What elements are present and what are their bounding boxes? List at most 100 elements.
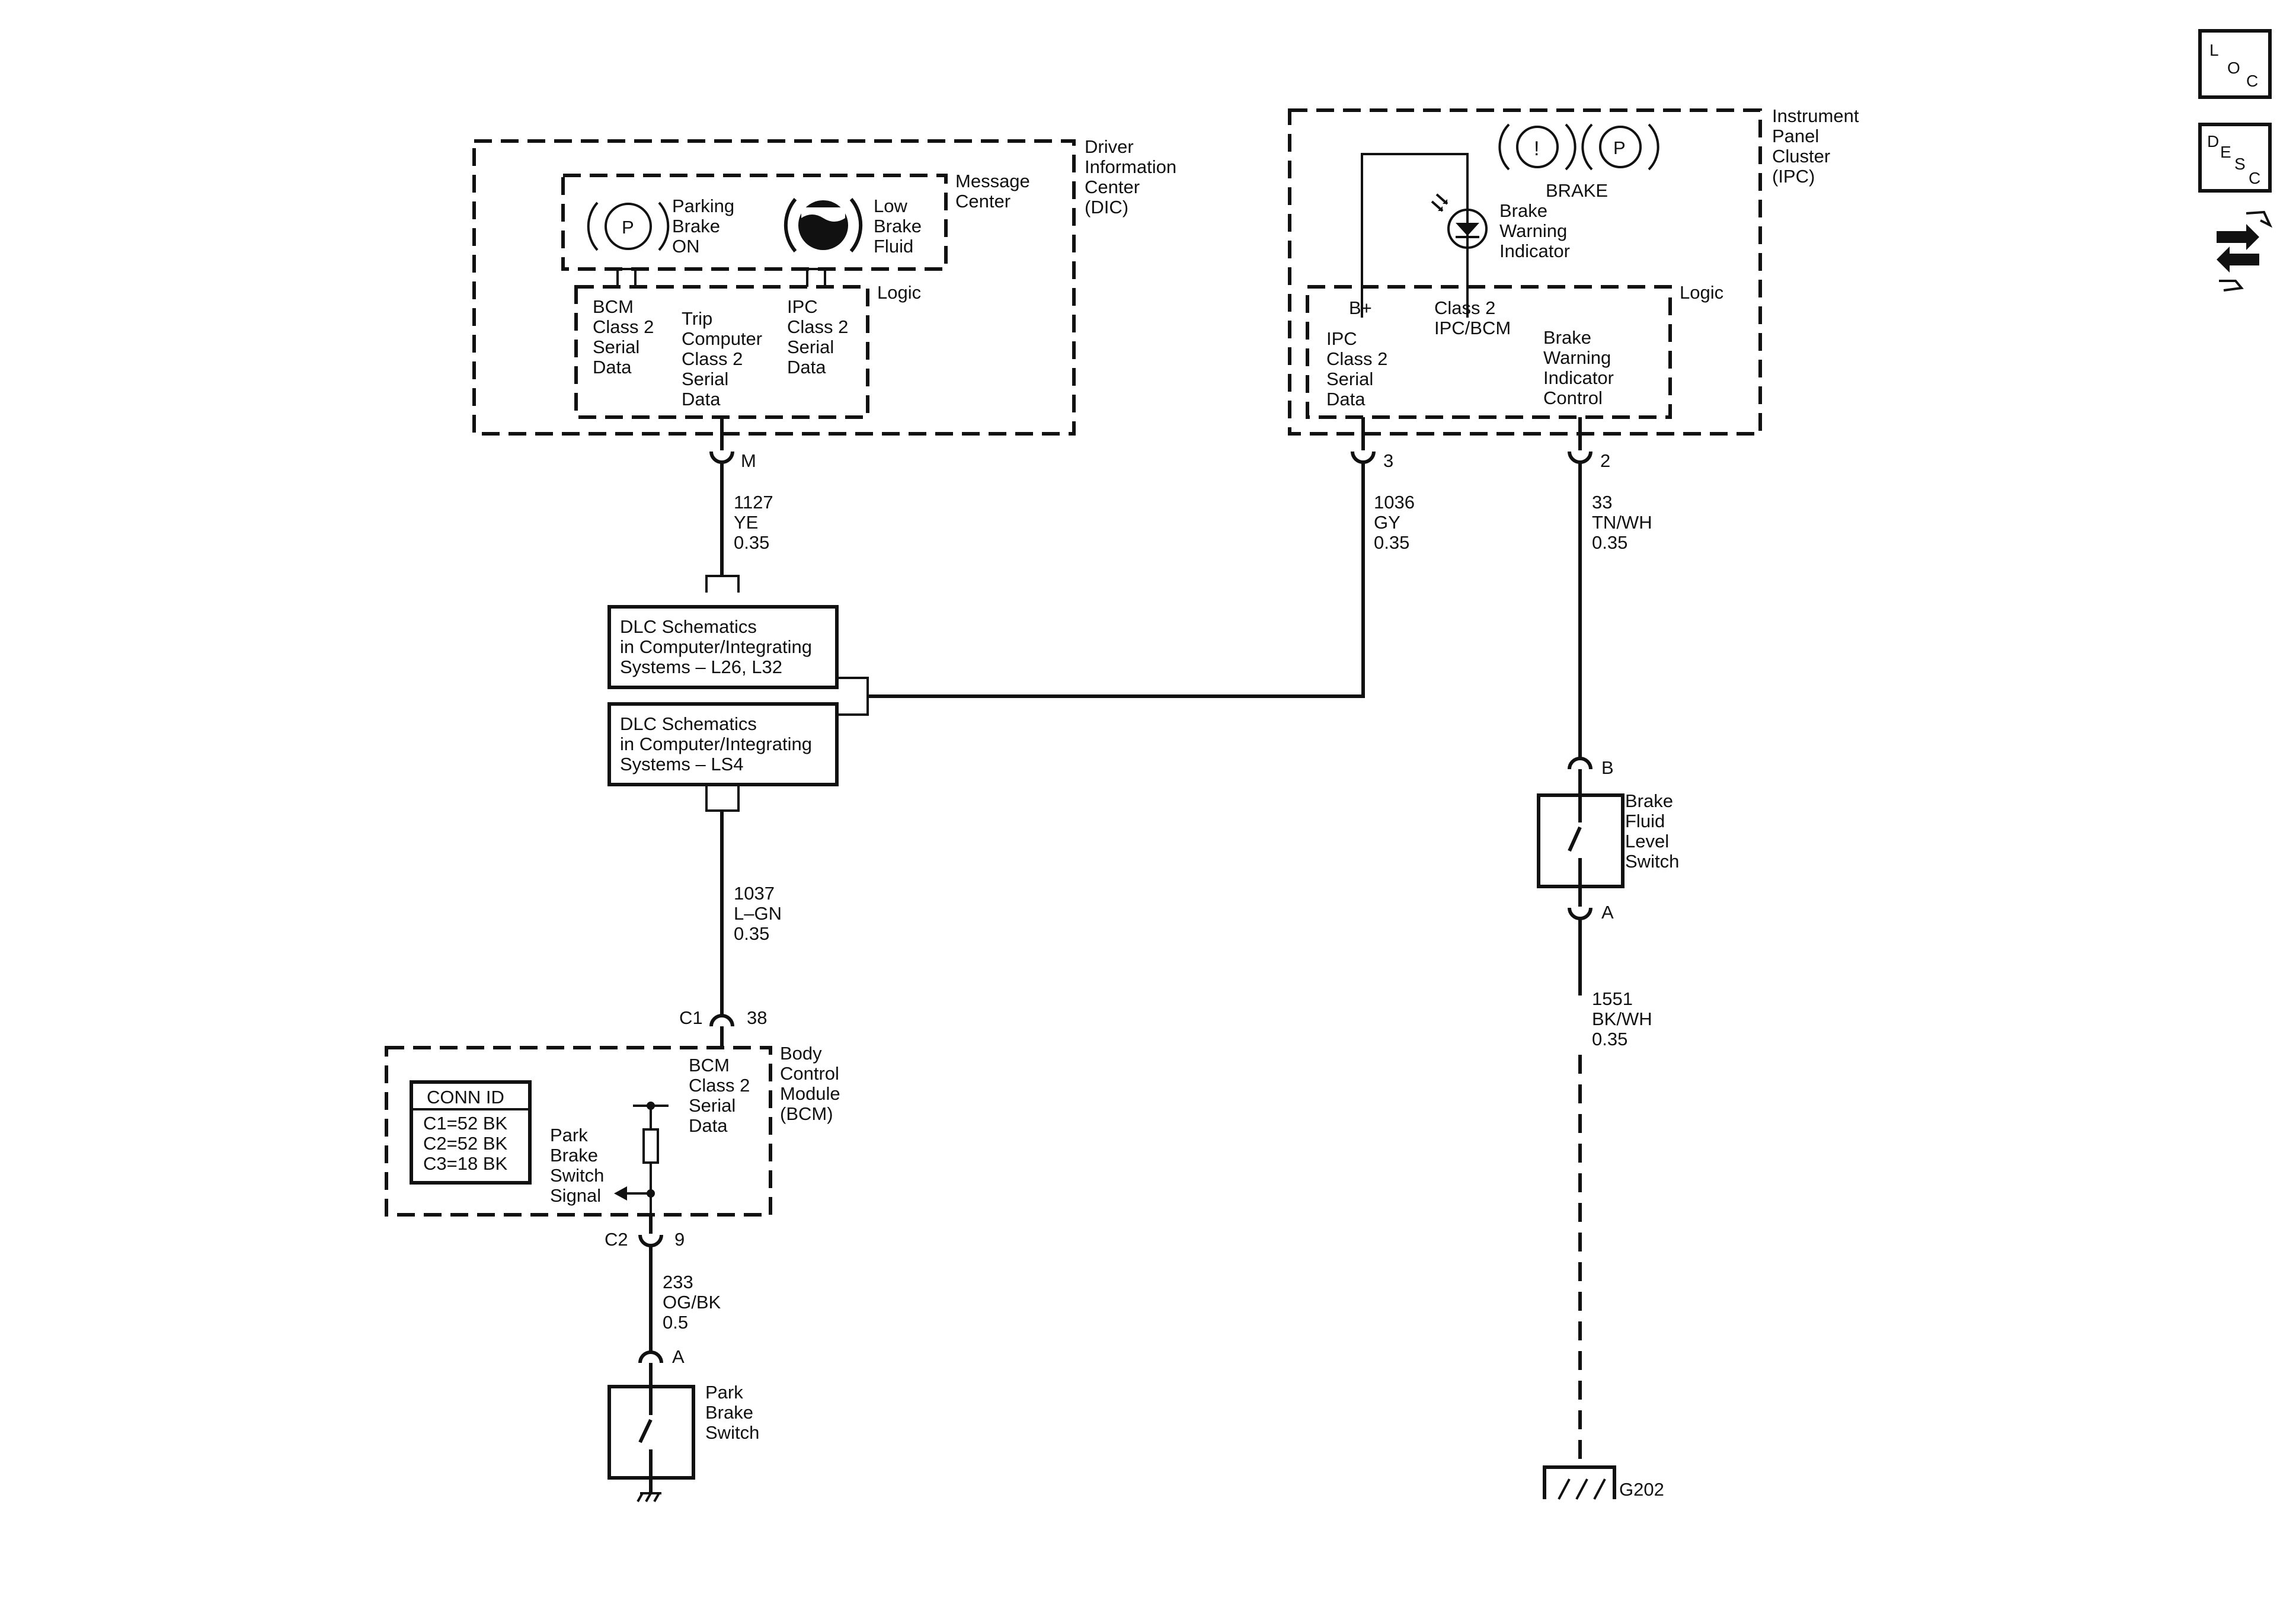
fluid-switch-pin-a: A [1601, 902, 1614, 923]
bcm-signal-4: Signal [550, 1185, 601, 1206]
dlc-box-l26-l32[interactable]: DLC Schematics in Computer/Integrating S… [607, 605, 839, 689]
diagnostic-arrows-icon[interactable] [2217, 210, 2273, 292]
conn-id-row-1: C1=52 BK [423, 1113, 508, 1134]
parking-brake-text-2: Brake [672, 216, 720, 236]
dic-bcm-data-4: Data [593, 357, 632, 377]
desc-button[interactable]: D E S C [2198, 123, 2272, 193]
wire-1551-color: BK/WH [1592, 1009, 1652, 1029]
wire-1037-number: 1037 [734, 883, 775, 904]
fluid-switch-pin-b: B [1601, 757, 1614, 778]
wire-1036: 3 1036 GY 0.35 [1351, 450, 1415, 698]
wire-33-color: TN/WH [1592, 512, 1652, 533]
bcm-title-1: Body [780, 1043, 822, 1064]
loc-button[interactable]: L O C [2198, 29, 2272, 99]
ipc-data-4: Data [1326, 389, 1366, 409]
ipc-logic-label: Logic [1680, 282, 1723, 303]
ground-g202: G202 [1543, 1465, 1664, 1500]
ipc-class2-2: IPC/BCM [1434, 318, 1511, 338]
message-center-box [561, 174, 948, 271]
park-switch-pin-a: A [672, 1346, 685, 1367]
ipc-control-4: Control [1543, 388, 1603, 408]
dic-title-2: Information [1085, 156, 1176, 177]
ipc-title-1: Instrument [1772, 105, 1859, 126]
ipc-title-3: Cluster [1772, 146, 1830, 167]
dic-module: Driver Information Center (DIC) Message … [472, 136, 1176, 450]
wire-1551-number: 1551 [1592, 988, 1633, 1009]
dlc2-line-3: Systems – LS4 [620, 754, 743, 774]
bcm-title-3: Module [780, 1083, 840, 1104]
dlc1-line-1: DLC Schematics [620, 616, 757, 637]
park-switch-label-1: Park [705, 1382, 743, 1403]
bcm-c1-pin: 38 [747, 1007, 767, 1028]
wire-1037-color: L–GN [734, 903, 782, 924]
parking-brake-text-3: ON [672, 236, 700, 257]
dlc2-line-1: DLC Schematics [620, 713, 757, 734]
loc-icon-letter-l: L [2209, 41, 2219, 59]
brake-fluid-level-switch[interactable]: Brake Fluid Level Switch [1537, 790, 1679, 888]
ipc-title-4: (IPC) [1772, 166, 1815, 187]
dic-title-1: Driver [1085, 136, 1134, 157]
bcm-c2-label: C2 [605, 1229, 628, 1250]
wire-1127-number: 1127 [734, 492, 773, 513]
wire-1127-color: YE [734, 512, 758, 533]
low-fluid-text-1: Low [874, 196, 907, 216]
low-fluid-text-3: Fluid [874, 236, 913, 257]
dic-title-4: (DIC) [1085, 197, 1128, 217]
bcm-data-4: Data [689, 1115, 728, 1136]
bcm-title-2: Control [780, 1063, 839, 1084]
dic-outline [472, 139, 1076, 436]
park-brake-switch[interactable]: Park Brake Switch [607, 1382, 759, 1502]
warning-symbol-exclaim: ! [1534, 137, 1539, 160]
ipc-title-2: Panel [1772, 126, 1819, 146]
fluid-switch-label-4: Switch [1625, 851, 1679, 872]
bcm-c2-pin: 9 [674, 1229, 685, 1250]
ipc-module: Instrument Panel Cluster (IPC) ! P BRAKE [1288, 105, 1859, 450]
fluid-switch-label-2: Fluid [1625, 811, 1665, 831]
ipc-indicator-3: Indicator [1499, 241, 1570, 261]
parking-brake-text-1: Parking [672, 196, 734, 216]
message-center-label-2: Center [955, 191, 1011, 212]
ipc-brake-label: BRAKE [1546, 180, 1608, 201]
conn-id-row-3: C3=18 BK [423, 1153, 508, 1174]
fluid-switch-label-3: Level [1625, 831, 1669, 852]
wire-33-number: 33 [1592, 492, 1612, 513]
dic-ipc-data-2: Class 2 [787, 316, 848, 337]
bcm-module: Body Control Module (BCM) BCM Class 2 Se… [385, 1043, 840, 1217]
bcm-c1-label: C1 [679, 1007, 703, 1028]
ipc-pin-2: 2 [1600, 450, 1610, 471]
parking-brake-warning-icon: P [1581, 123, 1659, 171]
low-fluid-text-2: Brake [874, 216, 922, 236]
ipc-class2-1: Class 2 [1434, 297, 1495, 318]
ipc-control-3: Indicator [1543, 367, 1614, 388]
wire-233: C2 9 233 OG/BK 0.5 A [605, 1215, 721, 1387]
wire-233-color: OG/BK [663, 1292, 721, 1313]
dlc1-line-2: in Computer/Integrating [620, 636, 812, 657]
dic-bcm-data-3: Serial [593, 337, 639, 357]
loc-icon-letter-c: C [2246, 72, 2258, 90]
dic-title-3: Center [1085, 177, 1140, 197]
ipc-data-1: IPC [1326, 328, 1357, 349]
wire-1036-number: 1036 [1374, 492, 1415, 513]
wire-1037-gauge: 0.35 [734, 923, 769, 944]
wire-233-number: 233 [663, 1272, 693, 1292]
ipc-indicator-1: Brake [1499, 200, 1547, 221]
desc-icon-letter-c: C [2249, 169, 2260, 187]
dic-trip-data-4: Serial [682, 369, 728, 389]
dic-bcm-data-2: Class 2 [593, 316, 654, 337]
desc-icon-letter-e: E [2220, 143, 2231, 161]
brake-warning-icon: ! [1498, 123, 1576, 171]
dlc-box-ls4[interactable]: DLC Schematics in Computer/Integrating S… [607, 702, 839, 786]
dic-ipc-data-3: Serial [787, 337, 834, 357]
ipc-control-1: Brake [1543, 327, 1591, 348]
ipc-pin-3: 3 [1383, 450, 1393, 471]
low-brake-fluid-icon [784, 198, 863, 252]
ipc-logic-box [1306, 285, 1672, 419]
dic-trip-data-5: Data [682, 389, 721, 409]
dic-ipc-data-1: IPC [787, 296, 818, 317]
ground-label: G202 [1619, 1479, 1664, 1500]
wire-1036-color: GY [1374, 512, 1400, 533]
bcm-data-2: Class 2 [689, 1075, 750, 1096]
wire-1551-gauge: 0.35 [1592, 1029, 1627, 1049]
ipc-bplus: B+ [1349, 297, 1372, 318]
pullup-resistor [642, 1128, 659, 1164]
